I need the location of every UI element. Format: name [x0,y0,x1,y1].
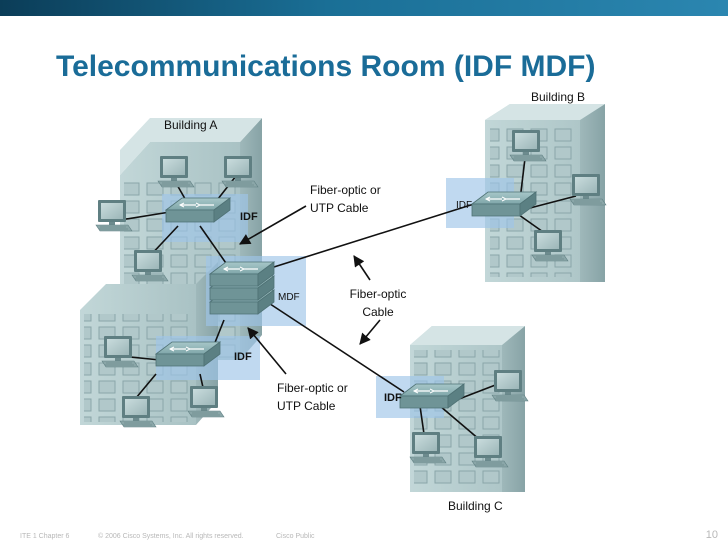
computer-icon [187,385,225,418]
footer-course: ITE 1 Chapter 6 [20,533,70,540]
callout-upper-line2: UTP Cable [310,201,369,215]
idf-label: IDF [240,211,258,223]
idf-label: IDF [384,392,402,404]
footer-classification: Cisco Public [276,533,315,540]
callout-arrows [239,205,381,375]
page-number: 10 [705,529,718,541]
callout-middle-line2: Cable [362,305,394,319]
footer-copyright: © 2006 Cisco Systems, Inc. All rights re… [98,533,244,540]
top-banner [0,0,728,16]
building-c-label: Building C [448,499,503,513]
mdf-switch-stack [209,261,275,315]
building-a-label: Building A [164,118,217,132]
mdf-label: MDF [278,292,300,303]
callout-lower-line1: Fiber-optic or [277,381,348,395]
callout-upper-line1: Fiber-optic or [310,183,381,197]
page-title: Telecommunications Room (IDF MDF) [56,50,596,83]
idf-label: IDF [456,200,472,211]
callout-lower-line2: UTP Cable [277,399,336,413]
callout-middle-line1: Fiber-optic [350,287,407,301]
idf-label: IDF [234,351,252,363]
building-b-label: Building B [531,90,585,104]
